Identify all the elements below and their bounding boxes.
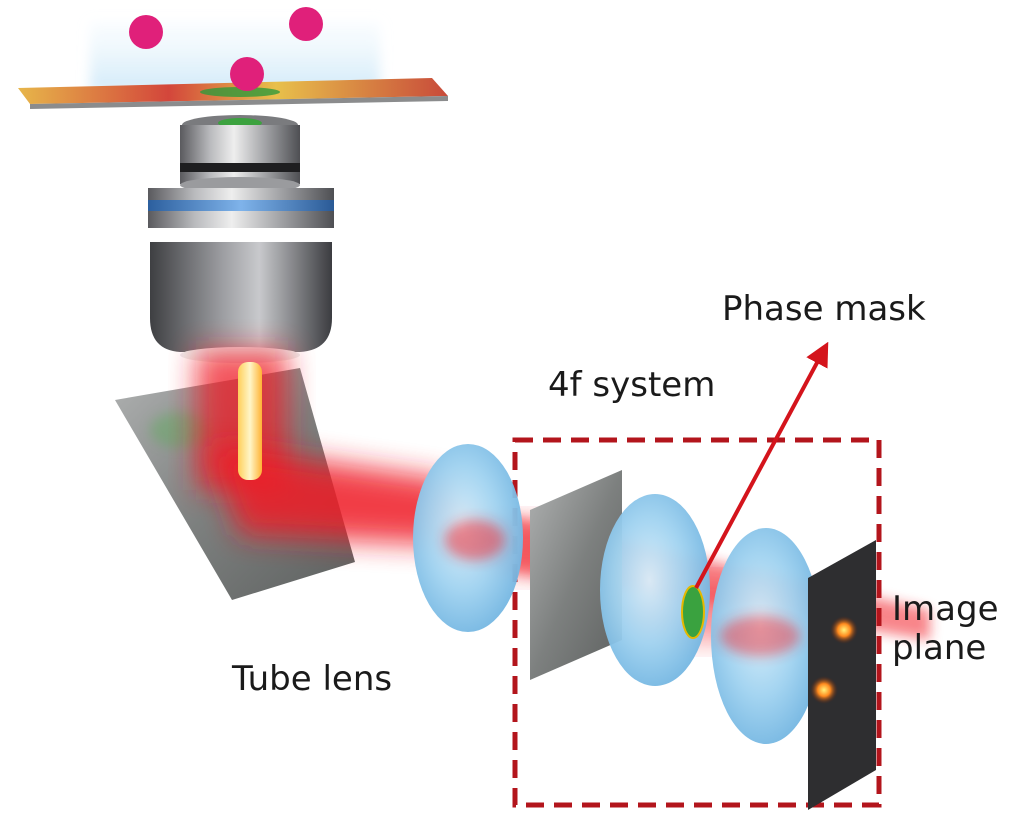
- psf-lobe: [830, 616, 858, 644]
- objective-lens: [148, 115, 334, 363]
- image-plane-label-line1: Image: [892, 589, 999, 629]
- camera-image-plane: [808, 540, 876, 810]
- sample-slide-edge: [30, 96, 448, 109]
- phase-mask: [681, 585, 705, 639]
- image-plane-label-line2: plane: [892, 628, 987, 669]
- image-plane-label: Image plane: [892, 589, 999, 669]
- sample-region: [18, 7, 448, 109]
- 4f-system-box: [512, 437, 882, 808]
- phase-mask-label: Phase mask: [722, 289, 926, 329]
- psf-lobe: [810, 676, 838, 704]
- tube-lens-label: Tube lens: [232, 659, 393, 699]
- phase-mask-arrow: [694, 341, 829, 589]
- intermediate-image-plate: [530, 470, 622, 680]
- fluorophore-dot: [289, 7, 323, 41]
- sample-green-patch: [200, 87, 280, 97]
- 4f-system-label: 4f system: [548, 365, 716, 405]
- emission-shaft: [238, 362, 262, 480]
- fluorophore-dot: [230, 57, 264, 91]
- 4f-lens-first: [600, 494, 710, 686]
- objective-blue-ring: [148, 200, 334, 211]
- fluorophore-dot: [129, 15, 163, 49]
